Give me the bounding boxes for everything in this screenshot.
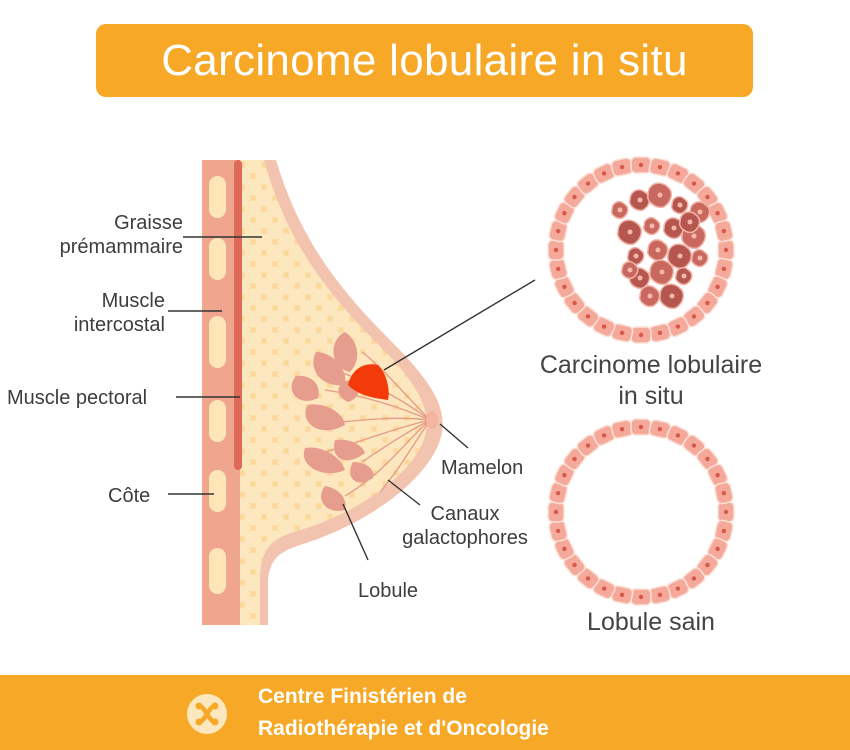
label-graisse-premammaire: Graisse prémammaire	[20, 211, 183, 259]
cancer-cell-nucleus	[687, 219, 693, 225]
lobule-cell	[714, 481, 734, 505]
tumor	[348, 364, 389, 400]
label-canaux-line1: Canaux	[430, 503, 500, 525]
lobules	[291, 332, 374, 511]
lobule-cell	[553, 201, 576, 225]
page-title: Carcinome lobulaire in situ	[161, 35, 688, 85]
lobule-cell	[717, 239, 735, 261]
lobule-cell	[630, 326, 652, 344]
cancer-cell-nucleus	[627, 229, 633, 235]
cancer-cell-nucleus	[659, 269, 665, 275]
cancer-cell-nucleus	[691, 233, 697, 239]
lobule-cell	[548, 519, 568, 543]
cancer-cell-nucleus	[657, 192, 663, 198]
title-banner: Carcinome lobulaire in situ	[96, 24, 753, 97]
lobule-cell	[563, 185, 586, 209]
lobule-cell	[548, 257, 568, 281]
lobule-cell	[547, 239, 565, 261]
cancer-cell-nucleus	[633, 253, 639, 259]
label-muscle-intercostal: Muscle intercostal	[20, 289, 165, 337]
cancer-cell-nucleus	[637, 275, 643, 281]
lobule-cell	[547, 501, 565, 523]
pectoral-muscle-strip	[234, 160, 242, 470]
label-cote: Côte	[108, 485, 151, 507]
footer-line1: Centre Finistérien de	[258, 685, 467, 708]
lobule-cell	[610, 157, 634, 177]
cfro-logo-icon	[187, 694, 227, 734]
label-carcinome-line1: Carcinome lobulaire	[539, 351, 763, 379]
lobule-cell	[648, 585, 672, 605]
lobule-cell	[696, 291, 719, 315]
lobule-cell	[610, 419, 634, 439]
lobule-cell	[630, 418, 652, 436]
label-canaux-galactophores: Canaux galactophores	[395, 502, 535, 550]
cancer-cell-nucleus	[677, 202, 683, 208]
cancer-cell-nucleus	[677, 253, 683, 259]
label-lobule: Lobule	[358, 580, 419, 602]
carcinoma-lobule	[547, 156, 735, 344]
cancer-cell-nucleus	[669, 293, 675, 299]
cancer-cell-nucleus	[671, 225, 677, 231]
pointer-lines	[168, 236, 536, 561]
lobule-cell	[696, 447, 719, 471]
footer-organization-name: Centre Finistérien de Radiothérapie et d…	[258, 681, 549, 745]
label-muscle-pectoral: Muscle pectoral	[7, 387, 148, 409]
label-graisse-line1: Graisse	[114, 212, 183, 234]
cancer-cell-nucleus	[647, 293, 653, 299]
cancer-cell-nucleus	[649, 223, 655, 229]
lobule-cell	[648, 323, 672, 343]
breast-anatomy-diagram	[168, 156, 735, 625]
lobule-cell	[706, 275, 729, 299]
lobule-cell	[714, 219, 734, 243]
label-canaux-line2: galactophores	[402, 527, 528, 549]
label-carcinome-panel: Carcinome lobulaire in situ	[510, 350, 792, 412]
lobule-cell	[648, 419, 672, 439]
label-mamelon: Mamelon	[441, 457, 524, 479]
cancer-cell-nucleus	[627, 267, 633, 273]
lobule-cell	[610, 323, 634, 343]
cancer-cell-nucleus	[617, 207, 623, 213]
cancer-cell-nucleus	[697, 209, 703, 215]
label-graisse-line2: prémammaire	[59, 236, 183, 258]
lobule-cell	[706, 463, 729, 487]
cancer-cell-nucleus	[655, 247, 661, 253]
lobule-cell	[666, 577, 690, 600]
lobule-cell	[717, 501, 735, 523]
lobule-cell	[563, 291, 586, 315]
cancer-cell-nucleus	[637, 197, 643, 203]
milk-ducts	[324, 351, 431, 497]
lobule-cell	[648, 157, 672, 177]
rib-bones	[209, 176, 226, 594]
breast-fat-tissue	[240, 160, 427, 625]
lobule-cell	[630, 588, 652, 606]
footer-line2: Radiothérapie et d'Oncologie	[258, 717, 549, 740]
label-intercostal-line2: intercostal	[73, 314, 165, 336]
cancer-cells	[610, 182, 711, 310]
footer-banner: Centre Finistérien de Radiothérapie et d…	[0, 675, 850, 750]
lobule-cell	[630, 156, 652, 174]
label-lobule-sain: Lobule sain	[587, 608, 715, 636]
label-intercostal-line1: Muscle	[101, 290, 165, 312]
nipple	[426, 411, 438, 429]
cancer-cell-nucleus	[681, 273, 687, 279]
lobule-cell	[706, 537, 729, 561]
healthy-lobule	[547, 418, 735, 606]
label-carcinome-line2: in situ	[618, 382, 684, 410]
cancer-cell-nucleus	[697, 255, 703, 261]
